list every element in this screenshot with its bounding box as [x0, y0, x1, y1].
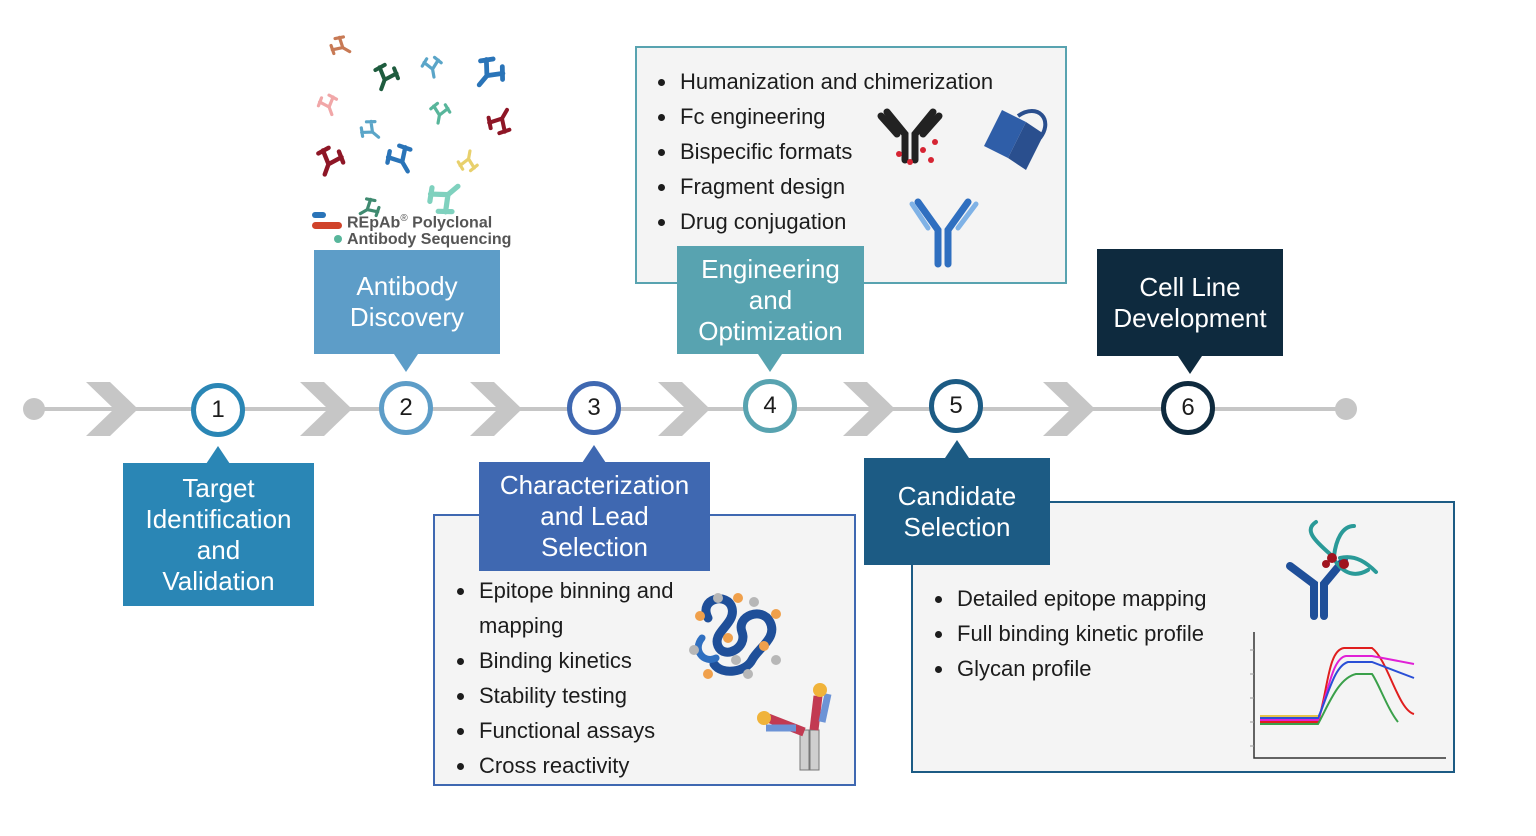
glycosylated-antibody-icon [1286, 520, 1378, 620]
step-1-node: 1 [191, 383, 245, 437]
list-item: Detailed epitope mapping [931, 581, 1207, 616]
engineering-panel [635, 46, 1067, 284]
antibody-antigen-complex-icon [757, 683, 832, 771]
chevron-arrow-icon [470, 382, 522, 436]
step-5-label: Candidate Selection [864, 458, 1050, 565]
list-item: Humanization and chimerization [654, 64, 993, 99]
list-item: Full binding kinetic profile [931, 616, 1207, 651]
list-item: Bispecific formats [654, 134, 993, 169]
brand-line-2: Antibody Sequencing [347, 231, 512, 248]
list-item: Fc engineering [654, 99, 993, 134]
chevron-arrows [86, 382, 1095, 436]
step-2-node: 2 [379, 381, 433, 435]
timeline-start-dot [23, 398, 45, 420]
step-3-pointer [582, 445, 606, 463]
step-3-label: Characterization and Lead Selection [479, 462, 710, 571]
characterization-bullet-list: Epitope binning and mapping Binding kine… [453, 573, 674, 783]
list-item: Binding kinetics [453, 643, 674, 678]
step-6-pointer [1178, 356, 1202, 374]
step-3-node: 3 [567, 381, 621, 435]
candidate-bullet-list: Detailed epitope mapping Full binding ki… [931, 581, 1207, 686]
step-4-pointer [758, 354, 782, 372]
list-item: Fragment design [654, 169, 993, 204]
list-item: Epitope binning and mapping [453, 573, 674, 643]
step-6-label: Cell Line Development [1097, 249, 1283, 356]
step-6-node: 6 [1161, 381, 1215, 435]
protein-structure-icon [689, 593, 781, 679]
list-item: Functional assays [453, 713, 674, 748]
list-item: Stability testing [453, 678, 674, 713]
chevron-arrow-icon [658, 382, 710, 436]
timeline-end-dot [1335, 398, 1357, 420]
step-2-pointer [394, 354, 418, 372]
list-item: Glycan profile [931, 651, 1207, 686]
chevron-arrow-icon [86, 382, 138, 436]
step-2-label: Antibody Discovery [314, 250, 500, 354]
step-4-node: 4 [743, 379, 797, 433]
repab-logo-mark [312, 212, 342, 243]
repab-logo: REpAb® Polyclonal Antibody Sequencing [312, 206, 532, 252]
step-5-node: 5 [929, 379, 983, 433]
chevron-arrow-icon [300, 382, 352, 436]
binding-kinetics-chart-icon [1250, 632, 1446, 759]
brand-line-1: REpAb® Polyclonal [347, 213, 493, 232]
step-1-pointer [206, 446, 230, 464]
step-5-pointer [945, 440, 969, 458]
list-item: Drug conjugation [654, 204, 993, 239]
fc-engineered-antibody-icon [877, 108, 943, 165]
step-1-label: Target Identification and Validation [123, 463, 314, 606]
list-item: Cross reactivity [453, 748, 674, 783]
antibody-cloud-icon [300, 32, 520, 224]
cell-cylinder-icon [984, 109, 1048, 170]
bispecific-antibody-icon [909, 198, 979, 268]
chevron-arrow-icon [843, 382, 895, 436]
chevron-arrow-icon [1043, 382, 1095, 436]
engineering-bullet-list: Humanization and chimerization Fc engine… [654, 64, 993, 239]
step-4-label: Engineering and Optimization [677, 246, 864, 354]
